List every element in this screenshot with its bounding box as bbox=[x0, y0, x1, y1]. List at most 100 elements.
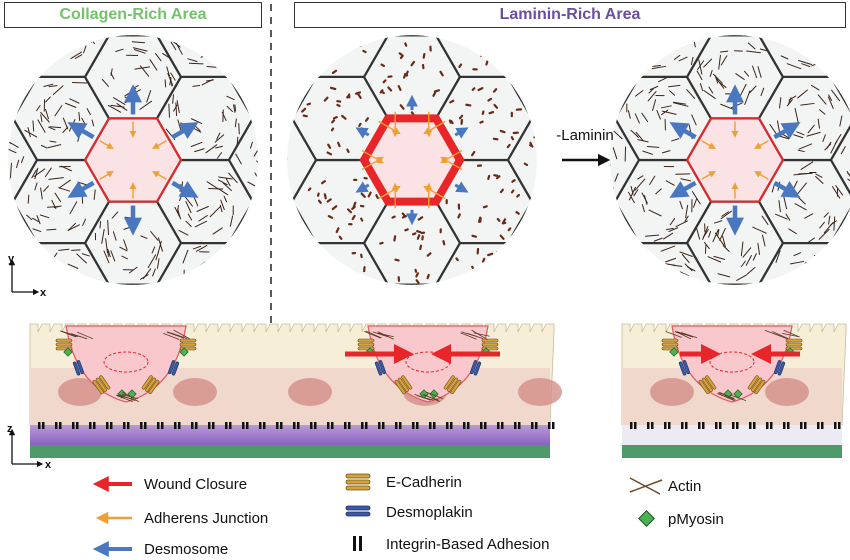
integrin-adhesion bbox=[664, 422, 667, 429]
cell-fibers bbox=[698, 0, 770, 30]
cell-dots bbox=[307, 176, 379, 240]
basement-membrane bbox=[622, 425, 842, 445]
integrin-adhesion bbox=[753, 422, 756, 429]
adherens-arrow bbox=[440, 149, 463, 164]
epithelial-cell bbox=[685, 35, 785, 37]
xz-axis-indicator: z x bbox=[7, 423, 52, 471]
integrin-adhesion bbox=[42, 422, 45, 429]
integrin-adhesion bbox=[89, 422, 92, 429]
pmyosin-marker bbox=[733, 389, 743, 399]
integrin-adhesion bbox=[93, 422, 96, 429]
desmosome-arrow bbox=[171, 180, 199, 198]
integrin-adhesion bbox=[552, 422, 555, 429]
integrin-adhesion bbox=[685, 422, 688, 429]
actin-bundle bbox=[717, 391, 747, 402]
integrin-adhesion bbox=[365, 422, 368, 429]
e-cadherin bbox=[141, 375, 160, 395]
desmoplakin bbox=[72, 360, 85, 376]
integrin-adhesion bbox=[263, 422, 266, 429]
integrin-adhesion bbox=[127, 422, 130, 429]
nucleus bbox=[650, 378, 694, 406]
integrin-adhesion bbox=[144, 422, 147, 429]
desmosome-arrows bbox=[67, 84, 199, 236]
adherens-arrow bbox=[378, 185, 401, 200]
desmosome-arrows bbox=[355, 94, 469, 226]
desmoplakin bbox=[469, 360, 482, 376]
legend-desmoplakin: Desmoplakin bbox=[345, 504, 473, 521]
cell-layer bbox=[287, 35, 537, 285]
cell-fibers bbox=[771, 161, 844, 247]
axis-x-label-bottom: x bbox=[45, 459, 52, 471]
integrin-adhesion bbox=[157, 422, 160, 429]
integrin-adhesion bbox=[817, 422, 820, 429]
integrin-adhesion bbox=[123, 422, 126, 429]
desmosome-arrow bbox=[67, 180, 95, 198]
e-cadherin bbox=[747, 375, 766, 395]
integrin-adhesion bbox=[212, 422, 215, 429]
integrin-adhesion bbox=[195, 422, 198, 429]
desmosome-arrow bbox=[67, 122, 95, 140]
integrin-adhesion bbox=[297, 422, 300, 429]
actin-bundle bbox=[764, 329, 800, 340]
laminin-title: Laminin-Rich Area bbox=[294, 2, 846, 28]
integrin-adhesion bbox=[178, 422, 181, 429]
legend-actin-label: Actin bbox=[668, 478, 701, 495]
legend-desmosome: Desmosome bbox=[92, 541, 228, 558]
actin-bundle bbox=[665, 330, 698, 340]
integrin-adhesion bbox=[174, 422, 177, 429]
nucleus bbox=[288, 378, 332, 406]
actin-bundle bbox=[162, 329, 190, 340]
integrin-adhesion bbox=[732, 422, 735, 429]
desmoplakin bbox=[773, 360, 786, 376]
e-cadherin bbox=[785, 338, 803, 351]
integrin-adhesion bbox=[668, 422, 671, 429]
integrin-adhesion bbox=[276, 422, 279, 429]
cell-dots bbox=[379, 212, 446, 284]
integrin-adhesion bbox=[450, 422, 453, 429]
adherens-arrows bbox=[99, 121, 167, 199]
laminin-title-text: Laminin-Rich Area bbox=[499, 6, 641, 23]
cell-fibers bbox=[610, 213, 630, 281]
transition-label: -Laminin bbox=[556, 127, 614, 144]
integrin-adhesion bbox=[229, 422, 232, 429]
e-cadherin bbox=[394, 375, 413, 395]
legend-integrin: Integrin-Based Adhesion bbox=[353, 536, 549, 553]
epithelial-cell bbox=[362, 35, 462, 37]
epithelial-cell bbox=[506, 117, 537, 203]
cell-dots bbox=[379, 42, 444, 116]
integrin-adhesion bbox=[191, 422, 194, 429]
integrin-adhesion bbox=[480, 422, 483, 429]
integrin-adhesion bbox=[651, 422, 654, 429]
adherens-arrow bbox=[361, 149, 384, 164]
cell-fibers bbox=[88, 0, 172, 27]
integrin-adhesion bbox=[246, 422, 249, 429]
adherens-arrows bbox=[701, 121, 769, 199]
laminin-top-panel bbox=[287, 35, 537, 285]
pmyosin-marker bbox=[179, 347, 189, 357]
actin-bundle bbox=[364, 330, 394, 340]
integrin-adhesion bbox=[548, 422, 551, 429]
integrin-adhesion bbox=[280, 422, 283, 429]
legend-actin: Actin bbox=[629, 477, 701, 495]
desmosome-arrow bbox=[454, 127, 469, 139]
integrin-adhesion bbox=[770, 422, 773, 429]
integrin-adhesion bbox=[382, 422, 385, 429]
integrin-adhesion bbox=[702, 422, 705, 429]
integrin-adhesion bbox=[140, 422, 143, 429]
e-cadherin bbox=[357, 338, 375, 351]
laminin-removed-top-panel bbox=[610, 0, 850, 285]
e-cadherin bbox=[661, 338, 679, 351]
desmosome-arrow bbox=[669, 122, 697, 140]
wound-cell bbox=[85, 118, 181, 202]
cell-layer bbox=[8, 0, 258, 285]
integrin-adhesion bbox=[698, 422, 701, 429]
integrin-adhesion bbox=[630, 422, 633, 429]
desmosome-arrow bbox=[773, 122, 801, 140]
epithelial-cell bbox=[829, 117, 850, 203]
nucleus bbox=[765, 378, 809, 406]
integrin-adhesion bbox=[484, 422, 487, 429]
integrin-adhesion bbox=[634, 422, 637, 429]
e-cadherin bbox=[55, 338, 73, 351]
integrin-adhesion bbox=[433, 422, 436, 429]
